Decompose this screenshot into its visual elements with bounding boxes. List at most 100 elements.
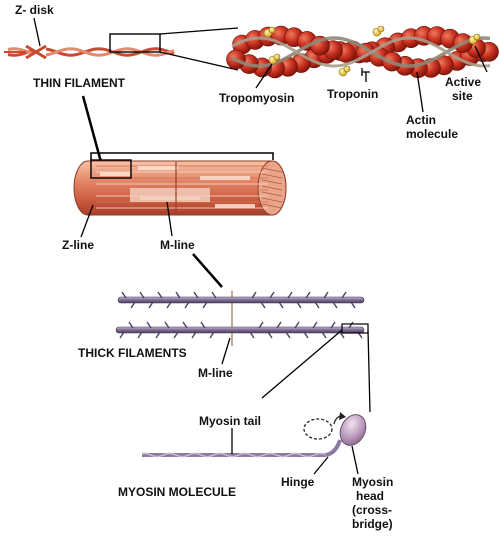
m-line-bottom-label: M-line (198, 366, 233, 380)
actin-bead-chain (226, 25, 499, 79)
z-disk-label: Z- disk (15, 3, 54, 17)
thin-filament-label: THIN FILAMENT (33, 76, 126, 90)
light-band (200, 176, 250, 180)
thick-filaments-label: THICK FILAMENTS (78, 346, 187, 360)
thin-filament-small: Z- disk THIN FILAMENT (4, 3, 239, 90)
myosin-cross-bridge (211, 291, 217, 299)
active-site-leader (474, 45, 488, 73)
myosin-cross-bridge (350, 301, 356, 309)
end-face-line (261, 191, 283, 197)
myosin-cross-bridge (269, 291, 275, 299)
myosin-neck (325, 439, 342, 457)
myosin-tail-twist (141, 452, 327, 458)
troponin-complexes (263, 25, 481, 77)
myosin-cross-bridge (258, 321, 264, 329)
myosin-head-label-line1: Myosin (352, 475, 393, 489)
myosin-head-alt-position (303, 418, 333, 440)
thick-filament-shaft (117, 296, 365, 304)
myosin-cross-bridge (251, 291, 257, 299)
myosin-cross-bridge (202, 301, 208, 309)
z-disk-leader (33, 17, 41, 47)
light-band (100, 172, 130, 176)
myosin-cross-bridge (164, 321, 170, 329)
zoom-line-right (367, 329, 371, 413)
myosin-cross-bridge (173, 331, 179, 339)
myosin-cross-bridge (296, 301, 302, 309)
end-face-line (261, 179, 283, 185)
hinge-label: Hinge (281, 475, 315, 489)
myosin-cross-bridge (119, 331, 125, 339)
troponin-dot (273, 53, 281, 61)
myosin-cross-bridge (139, 291, 145, 299)
myosin-molecule: Myosin tail Hinge Myosin head (cross- br… (118, 412, 393, 531)
myosin-cross-bridge (285, 331, 291, 339)
thin-strand (45, 47, 175, 57)
end-face-line (261, 173, 283, 179)
m-line-top-leader (166, 201, 173, 237)
troponin-dot (343, 65, 351, 73)
troponin-dot (473, 33, 481, 41)
m-line-bottom-leader (221, 337, 231, 365)
tropomyosin-label: Tropomyosin (219, 91, 294, 105)
myosin-cross-bridge (305, 291, 311, 299)
myosin-cross-bridge (128, 321, 134, 329)
actin-label-line1: Actin (406, 113, 436, 127)
myosin-cross-bridge (332, 301, 338, 309)
light-band (138, 166, 178, 170)
tropomyosin-strand-2 (231, 36, 491, 68)
myosin-cross-bridge (184, 301, 190, 309)
myofibril-bracket (90, 152, 274, 160)
troponin-label: Troponin (327, 87, 378, 101)
myofibril-to-thick-connector (192, 253, 223, 288)
myosin-cross-bridge (321, 331, 327, 339)
myosin-cross-bridge (193, 291, 199, 299)
myosin-cross-bridge (146, 321, 152, 329)
thin-filament-enlarged: Tropomyosin Troponin Actin molecule Acti… (219, 25, 499, 141)
myosin-cross-bridge (276, 321, 282, 329)
hinge-leader (313, 456, 329, 475)
myosin-cross-bridge (303, 331, 309, 339)
thick-filament-shaft (115, 326, 365, 334)
z-line-label: Z-line (62, 238, 94, 252)
myofibril-end-texture (261, 167, 283, 209)
thin-strand (7, 47, 35, 56)
myosin-cross-bridge (148, 301, 154, 309)
zoom-line-left (261, 329, 343, 399)
end-face-line (261, 203, 283, 209)
myosin-head (339, 414, 367, 446)
myosin-cross-bridge (121, 291, 127, 299)
thick-filament-zoom-box (341, 323, 369, 334)
light-band (215, 204, 255, 208)
m-line-top-label: M-line (160, 238, 195, 252)
myosin-cross-bridge (260, 301, 266, 309)
myofibril-cylinder: Z-line M-line (62, 152, 287, 252)
myosin-cross-bridge (191, 331, 197, 339)
end-face-line (261, 185, 283, 191)
myosin-cross-bridge (294, 321, 300, 329)
myosin-cross-bridge (339, 331, 345, 339)
thick-filament-upper (117, 291, 365, 309)
z-line-leader (80, 204, 94, 238)
thin-to-myofibril-connector (81, 95, 103, 163)
zoom-line-top (159, 27, 239, 35)
myosin-cross-bridge (330, 321, 336, 329)
troponin-dot (268, 26, 276, 34)
thick-filaments: THICK FILAMENTS M-line (78, 291, 371, 413)
myosin-cross-bridge (200, 321, 206, 329)
myosin-cross-bridge (155, 331, 161, 339)
myosin-cross-bridge (249, 331, 255, 339)
myosin-cross-bridge (175, 291, 181, 299)
myosin-head-label-line4: bridge) (352, 517, 393, 531)
myofibril-zoom-box (90, 159, 132, 179)
m-line-band (130, 188, 210, 202)
myosin-molecule-label: MYOSIN MOLECULE (118, 485, 236, 499)
myosin-cross-bridge (323, 291, 329, 299)
active-site-label-line2: site (452, 89, 473, 103)
myosin-cross-bridge (287, 291, 293, 299)
thick-filament-lower (115, 321, 365, 339)
end-face-line (261, 197, 283, 203)
troponin-bracket (361, 68, 370, 82)
actin-leader (416, 71, 424, 113)
myosin-cross-bridge (137, 331, 143, 339)
